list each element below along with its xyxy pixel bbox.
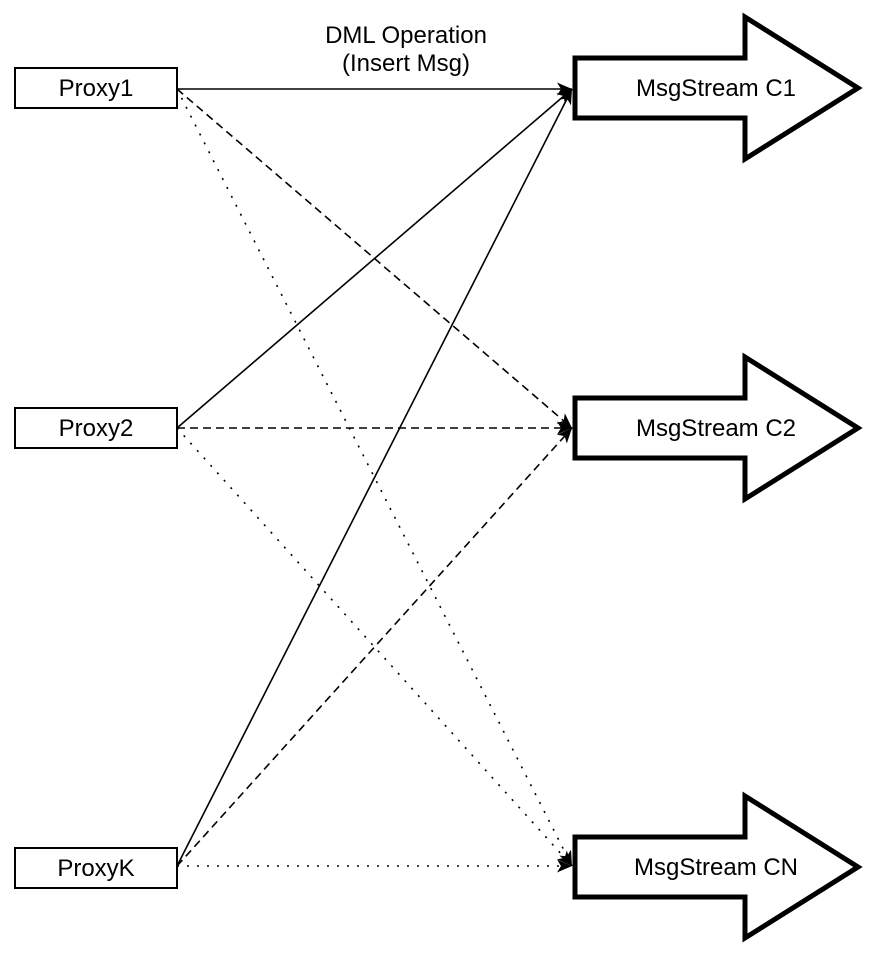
msgstream-c1-label: MsgStream C1 bbox=[636, 75, 796, 102]
msgstream-c1-arrow-shape bbox=[572, 12, 863, 164]
node-proxyk: ProxyK bbox=[14, 847, 178, 889]
node-proxy1: Proxy1 bbox=[14, 67, 178, 109]
proxyk-label: ProxyK bbox=[57, 855, 134, 882]
edge-proxyk-c2 bbox=[176, 427, 573, 867]
proxy1-label: Proxy1 bbox=[59, 75, 134, 102]
msgstream-c2-label: MsgStream C2 bbox=[636, 415, 796, 442]
node-msgstream-cn: MsgStream CN bbox=[572, 791, 863, 943]
proxy2-label: Proxy2 bbox=[59, 415, 134, 442]
edge-proxy2-cn bbox=[176, 427, 573, 867]
msgstream-c2-arrow-shape bbox=[572, 352, 863, 504]
proxy1-box bbox=[14, 67, 178, 109]
node-msgstream-c2: MsgStream C2 bbox=[572, 352, 863, 504]
edges-layer bbox=[176, 82, 573, 873]
msgstream-cn-label: MsgStream CN bbox=[634, 854, 798, 881]
diagram-title-line2: (Insert Msg) bbox=[342, 50, 470, 77]
edge-proxy1-c2 bbox=[176, 88, 573, 429]
proxy2-box bbox=[14, 407, 178, 449]
proxyk-box bbox=[14, 847, 178, 889]
node-msgstream-c1: MsgStream C1 bbox=[572, 12, 863, 164]
diagram-title-line1: DML Operation bbox=[325, 22, 487, 49]
edge-proxyk-c1 bbox=[176, 88, 573, 867]
msgstream-cn-arrow-shape bbox=[572, 791, 863, 943]
node-proxy2: Proxy2 bbox=[14, 407, 178, 449]
